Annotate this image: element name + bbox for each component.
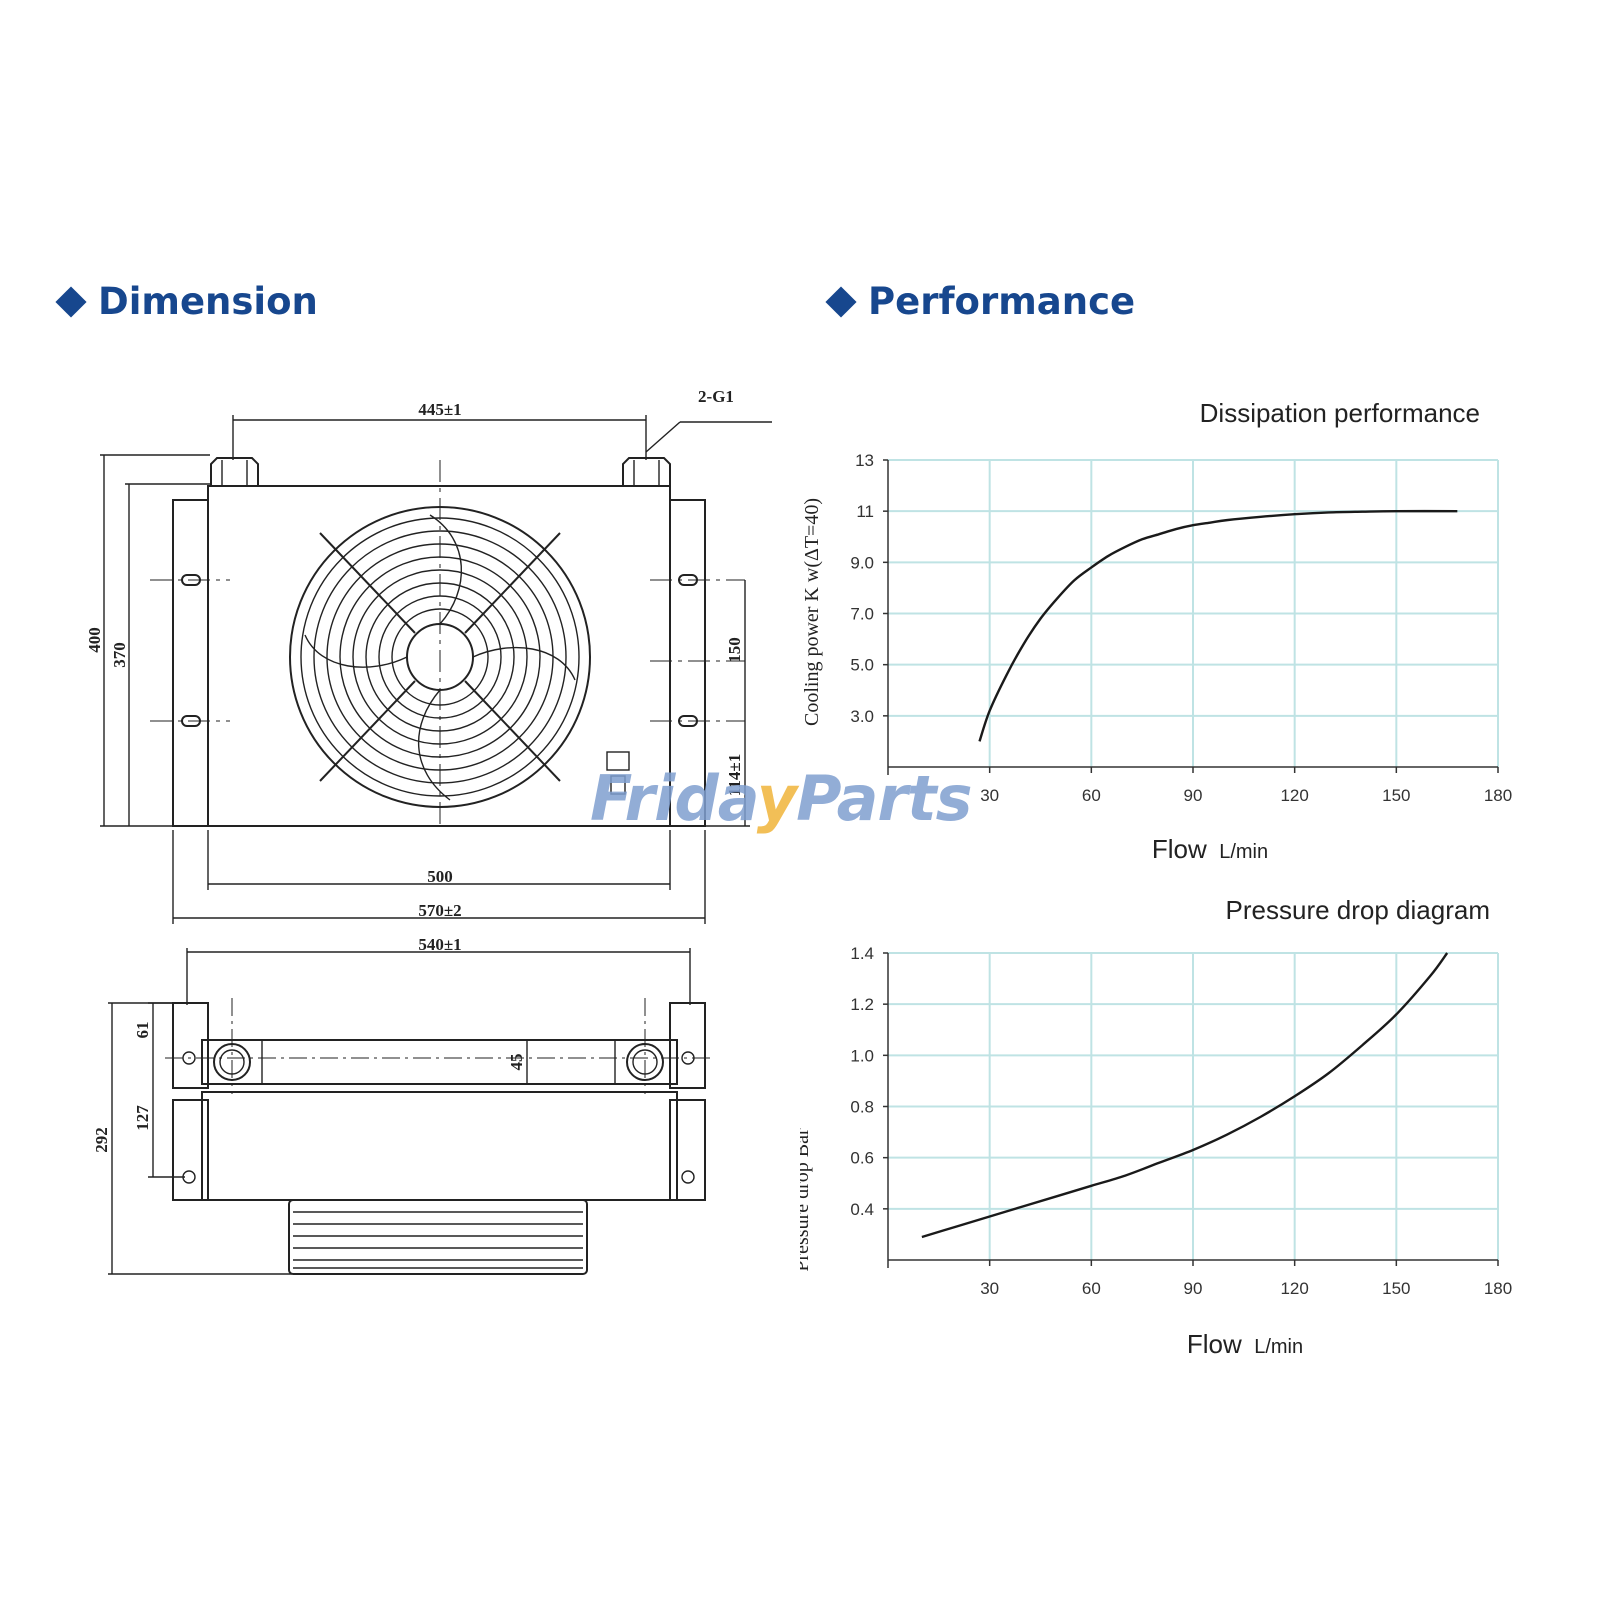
dim-mount-offset: 114±1 [725, 754, 744, 796]
series-line [921, 952, 1449, 1239]
y-tick-label: 9.0 [850, 553, 874, 572]
y-axis-label: Pressure drop Bar [800, 1128, 813, 1272]
x-tick-label: 60 [1082, 786, 1101, 805]
x-tick-label: 120 [1280, 786, 1308, 805]
y-tick-label: 13 [855, 451, 874, 470]
x-tick-label: 180 [1484, 1279, 1512, 1298]
dimension-heading-text: Dimension [98, 280, 318, 323]
y-tick-label: 7.0 [850, 605, 874, 624]
dim-height-core: 370 [110, 642, 129, 668]
dim-depth-total: 292 [92, 1127, 111, 1153]
dissipation-chart: Dissipation performance 30 60 90 120 150 180 3… [801, 400, 1512, 864]
dim-mount-spacing: 150 [725, 637, 744, 663]
y-tick-label: 0.8 [850, 1098, 874, 1117]
y-axis-label: Cooling power K w(ΔT=40) [801, 498, 823, 726]
y-tick-label: 0.4 [850, 1200, 874, 1219]
x-tick-label: 120 [1280, 1279, 1308, 1298]
dimension-drawing: 445±1 2-G1 400 370 150 114±1 500 570±2 5… [85, 387, 772, 1275]
x-tick-label: 150 [1382, 786, 1410, 805]
diamond-icon [825, 285, 857, 318]
dim-width-total: 570±2 [418, 901, 461, 920]
dim-port-spacing: 445±1 [418, 400, 461, 419]
y-tick-label: 11 [856, 502, 874, 521]
pressure-drop-chart: Pressure drop diagram 30 60 90 120 150 180 0.4… [800, 895, 1512, 1359]
dimension-heading: Dimension [55, 280, 318, 323]
dim-mount-height: 127 [133, 1105, 152, 1131]
series-line [978, 509, 1458, 742]
dim-port-offset: 61 [133, 1022, 152, 1039]
x-tick-label: 60 [1082, 1279, 1101, 1298]
y-tick-label: 1.0 [850, 1046, 874, 1065]
watermark-logo: FridayParts [590, 762, 973, 835]
chart-title: Pressure drop diagram [1226, 895, 1490, 925]
dim-width-core: 500 [427, 867, 453, 886]
x-axis-label: Flow L/min [1187, 1329, 1303, 1359]
performance-heading: Performance [825, 280, 1136, 323]
x-tick-label: 90 [1184, 786, 1203, 805]
x-tick-label: 30 [980, 1279, 999, 1298]
dim-height-total: 400 [85, 627, 104, 653]
x-tick-label: 180 [1484, 786, 1512, 805]
dim-port-diameter: 45 [507, 1054, 526, 1071]
x-tick-label: 90 [1184, 1279, 1203, 1298]
x-tick-label: 30 [980, 786, 999, 805]
performance-heading-text: Performance [868, 280, 1136, 323]
x-tick-label: 150 [1382, 1279, 1410, 1298]
dim-port-label: 2-G1 [698, 387, 734, 406]
y-tick-label: 5.0 [850, 656, 874, 675]
dim-width-mount: 540±1 [418, 935, 461, 954]
y-tick-label: 1.2 [850, 995, 874, 1014]
y-tick-label: 0.6 [850, 1149, 874, 1168]
x-axis-label: Flow L/min [1152, 834, 1268, 864]
y-tick-label: 3.0 [850, 707, 874, 726]
y-tick-label: 1.4 [850, 944, 874, 963]
chart-title: Dissipation performance [1200, 400, 1480, 428]
